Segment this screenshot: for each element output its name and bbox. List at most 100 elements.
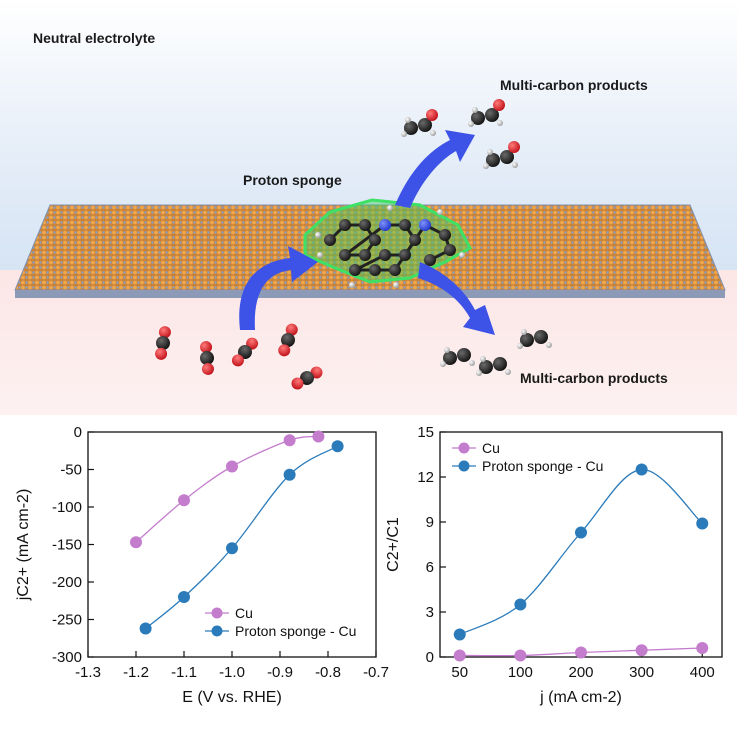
atom — [546, 342, 552, 348]
atom — [285, 323, 298, 336]
atom — [476, 370, 482, 376]
atom — [471, 111, 485, 125]
data-point — [331, 440, 344, 453]
atom — [424, 254, 436, 266]
x-tick-label: -1.1 — [171, 664, 197, 681]
data-point — [312, 430, 325, 443]
atom — [457, 348, 471, 362]
y-tick-label: 3 — [426, 604, 434, 621]
atom — [339, 249, 351, 261]
atom — [469, 360, 475, 366]
data-point — [178, 591, 190, 603]
atom — [508, 141, 520, 153]
atom — [419, 219, 431, 231]
data-point — [226, 460, 238, 473]
atom — [291, 377, 304, 390]
atom — [387, 205, 393, 211]
product-molecule — [483, 141, 520, 169]
x-tick-label: -1.3 — [75, 664, 101, 681]
chart-background — [0, 415, 737, 737]
legend-marker — [458, 460, 470, 472]
atom — [426, 109, 438, 121]
atom — [393, 282, 399, 288]
data-point — [283, 468, 296, 481]
atom — [349, 264, 361, 276]
atom — [500, 150, 514, 164]
co2-molecule — [278, 323, 298, 357]
product-molecule — [401, 109, 438, 137]
y-tick-label: 0 — [74, 424, 82, 441]
co2-molecule — [200, 341, 214, 375]
legend-label: Proton sponge - Cu — [235, 623, 356, 639]
atom — [418, 118, 432, 132]
co2-molecule — [291, 366, 323, 390]
legend-label: Cu — [235, 605, 253, 621]
atom — [479, 360, 493, 374]
catalyst-label: Proton sponge — [243, 172, 342, 188]
atom — [468, 121, 474, 127]
data-point — [635, 463, 648, 476]
atom — [399, 249, 411, 261]
data-point — [226, 542, 238, 555]
atom — [339, 219, 351, 231]
co2-molecule — [155, 326, 171, 360]
x-axis-label: j (mA cm-2) — [539, 689, 622, 706]
data-point — [453, 628, 466, 641]
legend-marker — [458, 442, 470, 454]
atom — [359, 219, 371, 231]
data-point — [130, 536, 142, 549]
products-bottom-label: Multi-carbon products — [520, 370, 668, 386]
atom — [324, 234, 336, 246]
atom — [238, 345, 252, 359]
x-tick-label: -1.2 — [123, 664, 149, 681]
data-point — [514, 598, 527, 611]
atom — [485, 108, 499, 122]
atom — [505, 369, 511, 375]
data-point — [139, 622, 152, 635]
atom — [512, 162, 518, 168]
legend-marker — [211, 607, 223, 619]
y-tick-label: -300 — [52, 649, 82, 666]
y-tick-label: -100 — [52, 499, 82, 516]
x-tick-label: -0.8 — [315, 664, 341, 681]
atom — [517, 343, 523, 349]
legend-marker — [211, 625, 223, 637]
y-tick-label: -150 — [52, 537, 82, 554]
y-tick-label: 12 — [417, 469, 434, 486]
x-tick-label: 50 — [451, 664, 468, 681]
atom — [444, 244, 456, 256]
y-axis-label: C2+/C1 — [385, 517, 402, 572]
data-point — [453, 649, 466, 662]
co2-molecules — [155, 323, 323, 390]
y-tick-label: -250 — [52, 612, 82, 629]
atom — [497, 120, 503, 126]
product-molecule — [517, 329, 552, 349]
atom — [534, 330, 548, 344]
atom — [379, 249, 391, 261]
atom — [399, 219, 411, 231]
atom — [443, 351, 457, 365]
chart-jc2-vs-potential: 0-50-100-150-200-250-300-1.3-1.2-1.1-1.0… — [15, 424, 389, 706]
atom — [459, 252, 465, 258]
co2-molecule — [231, 337, 259, 367]
atom — [379, 219, 391, 231]
data-point — [696, 517, 709, 530]
atom — [483, 163, 489, 169]
arrow-to-bottom-products — [418, 262, 495, 335]
data-point — [575, 526, 587, 539]
y-axis-label: jC2+ (mA cm-2) — [15, 489, 32, 602]
data-point — [635, 644, 648, 657]
atom — [156, 336, 170, 350]
y-tick-label: 0 — [426, 649, 434, 666]
atom — [405, 117, 411, 123]
atom — [278, 344, 291, 357]
atom — [281, 333, 295, 347]
arrow-to-top-products — [395, 130, 475, 208]
atom — [520, 333, 534, 347]
proton-sponge-molecule — [303, 198, 473, 288]
data-point — [514, 649, 527, 662]
atom — [201, 362, 214, 375]
